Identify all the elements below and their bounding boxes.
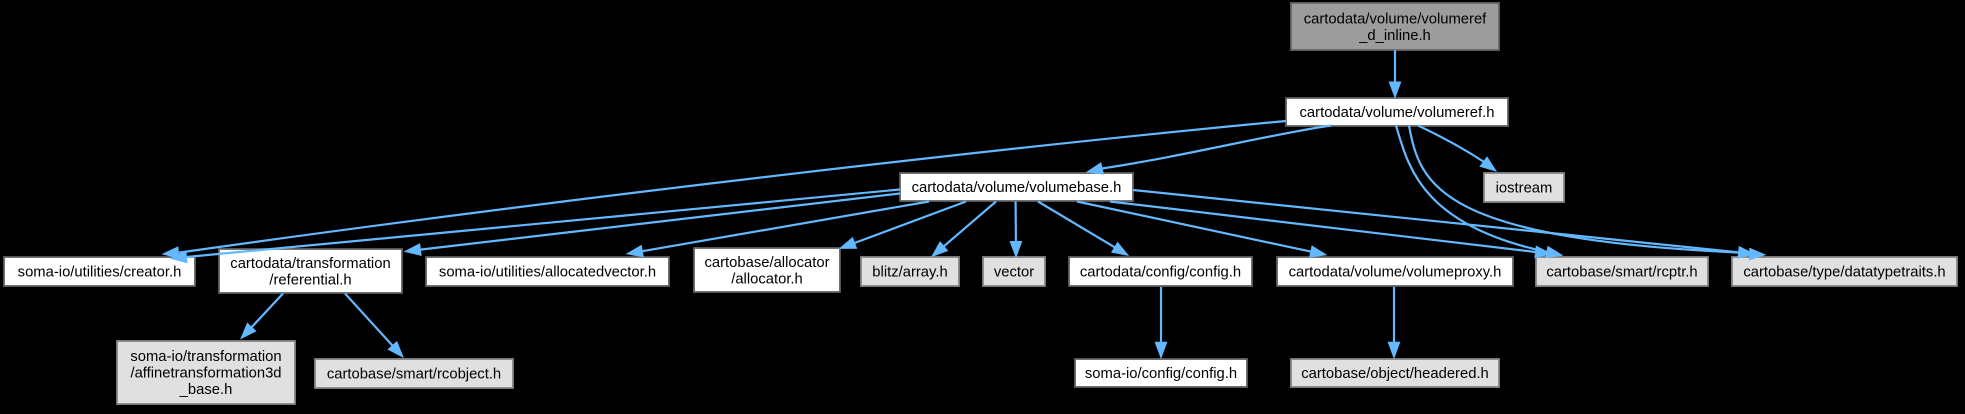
svg-text:/referential.h: /referential.h bbox=[269, 272, 351, 288]
svg-text:soma-io/utilities/allocatedvec: soma-io/utilities/allocatedvector.h bbox=[439, 265, 656, 281]
svg-text:cartobase/allocator: cartobase/allocator bbox=[704, 255, 829, 271]
svg-text:soma-io/config/config.h: soma-io/config/config.h bbox=[1085, 366, 1237, 382]
svg-text:/allocator.h: /allocator.h bbox=[731, 271, 803, 287]
svg-text:soma-io/transformation: soma-io/transformation bbox=[130, 349, 281, 365]
svg-text:_d_inline.h: _d_inline.h bbox=[1358, 28, 1431, 44]
svg-text:vector: vector bbox=[994, 265, 1034, 281]
svg-text:soma-io/utilities/creator.h: soma-io/utilities/creator.h bbox=[18, 265, 182, 281]
svg-text:cartobase/object/headered.h: cartobase/object/headered.h bbox=[1301, 366, 1489, 382]
svg-text:cartodata/config/config.h: cartodata/config/config.h bbox=[1080, 265, 1241, 281]
svg-text:iostream: iostream bbox=[1496, 181, 1553, 197]
svg-text:cartobase/type/datatypetraits.: cartobase/type/datatypetraits.h bbox=[1743, 265, 1945, 281]
svg-text:cartodata/transformation: cartodata/transformation bbox=[230, 256, 390, 272]
svg-text:cartodata/volume/volumeref: cartodata/volume/volumeref bbox=[1304, 11, 1487, 27]
svg-text:/affinetransformation3d: /affinetransformation3d bbox=[130, 366, 281, 382]
svg-text:cartobase/smart/rcptr.h: cartobase/smart/rcptr.h bbox=[1546, 265, 1697, 281]
svg-text:cartodata/volume/volumeref.h: cartodata/volume/volumeref.h bbox=[1300, 105, 1495, 121]
svg-text:cartobase/smart/rcobject.h: cartobase/smart/rcobject.h bbox=[327, 367, 501, 383]
svg-text:cartodata/volume/volumeproxy.h: cartodata/volume/volumeproxy.h bbox=[1289, 265, 1502, 281]
svg-text:_base.h: _base.h bbox=[179, 382, 233, 398]
svg-text:blitz/array.h: blitz/array.h bbox=[872, 265, 947, 281]
svg-text:cartodata/volume/volumebase.h: cartodata/volume/volumebase.h bbox=[912, 180, 1122, 196]
